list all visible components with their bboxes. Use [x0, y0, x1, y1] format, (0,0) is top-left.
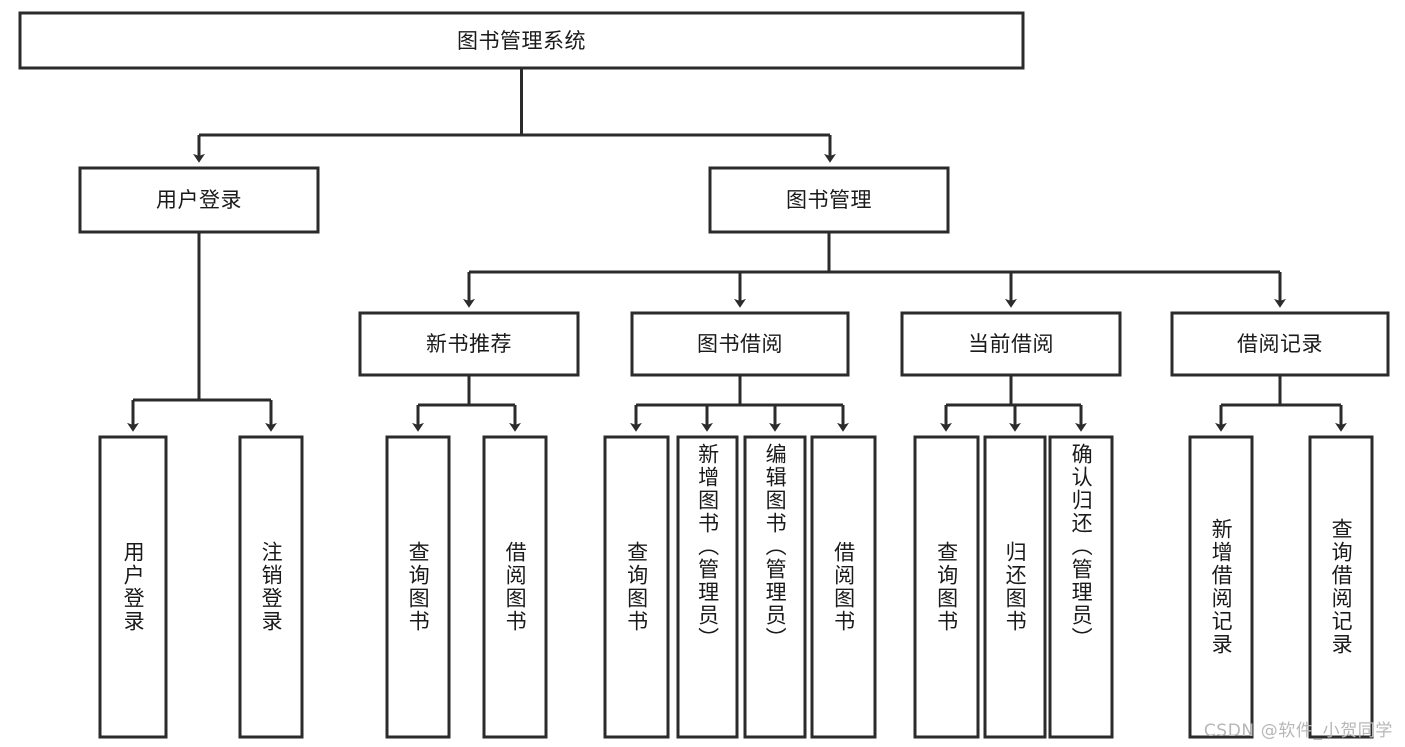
node-book-manage-label: 图书管理 — [786, 188, 872, 212]
node-borrow-record[interactable]: 借阅记录 — [1170, 311, 1390, 377]
node-current-borrow[interactable]: 当前借阅 — [900, 311, 1122, 377]
node-root-label: 图书管理系统 — [457, 29, 586, 53]
csdn-watermark: CSDN @软件_小贺同学 — [1203, 721, 1393, 741]
node-new-book-rec-label: 新书推荐 — [426, 332, 512, 356]
node-book-borrow[interactable]: 图书借阅 — [630, 311, 850, 377]
leaf-logout-box[interactable] — [238, 435, 304, 739]
connector-book-borrow-to-leaves — [630, 375, 849, 432]
leaf-add-book-box[interactable] — [676, 435, 739, 739]
connector-current-borrow-to-leaves — [940, 375, 1087, 432]
node-user-login[interactable]: 用户登录 — [78, 166, 320, 234]
leaf-query-record-box[interactable] — [1308, 435, 1374, 739]
leaf-confirm-return-box[interactable] — [1048, 435, 1114, 739]
connector-user-login-to-leaves — [127, 232, 277, 432]
leaf-boxes — [98, 435, 1374, 739]
node-new-book-rec-box — [358, 311, 580, 377]
node-current-borrow-box — [900, 311, 1122, 377]
leaf-add-record-box[interactable] — [1188, 435, 1254, 739]
leaf-edit-book-box[interactable] — [743, 435, 807, 739]
node-book-manage[interactable]: 图书管理 — [708, 166, 950, 234]
node-root[interactable]: 图书管理系统 — [18, 11, 1025, 70]
leaf-borrow-book-2-box[interactable] — [810, 435, 877, 739]
node-borrow-record-label: 借阅记录 — [1237, 332, 1323, 356]
node-new-book-rec[interactable]: 新书推荐 — [358, 311, 580, 377]
node-root-box — [18, 11, 1025, 70]
node-book-borrow-label: 图书借阅 — [697, 332, 783, 356]
connector-new-book-rec-to-leaves — [412, 375, 521, 432]
connector-book-manage-to-level3 — [463, 232, 1286, 308]
leaf-return-book-box[interactable] — [983, 435, 1047, 739]
connector-root-to-level2 — [193, 68, 836, 163]
node-current-borrow-label: 当前借阅 — [968, 332, 1054, 356]
connector-borrow-record-to-leaves — [1215, 375, 1347, 432]
leaf-borrow-book-1-box[interactable] — [482, 435, 548, 739]
leaf-user-login-box[interactable] — [98, 435, 168, 739]
leaf-query-book-3-box[interactable] — [913, 435, 980, 739]
node-user-login-box — [78, 166, 320, 234]
node-user-login-label: 用户登录 — [156, 188, 242, 212]
leaf-query-book-2-box[interactable] — [603, 435, 670, 739]
leaf-query-book-1-box[interactable] — [385, 435, 451, 739]
